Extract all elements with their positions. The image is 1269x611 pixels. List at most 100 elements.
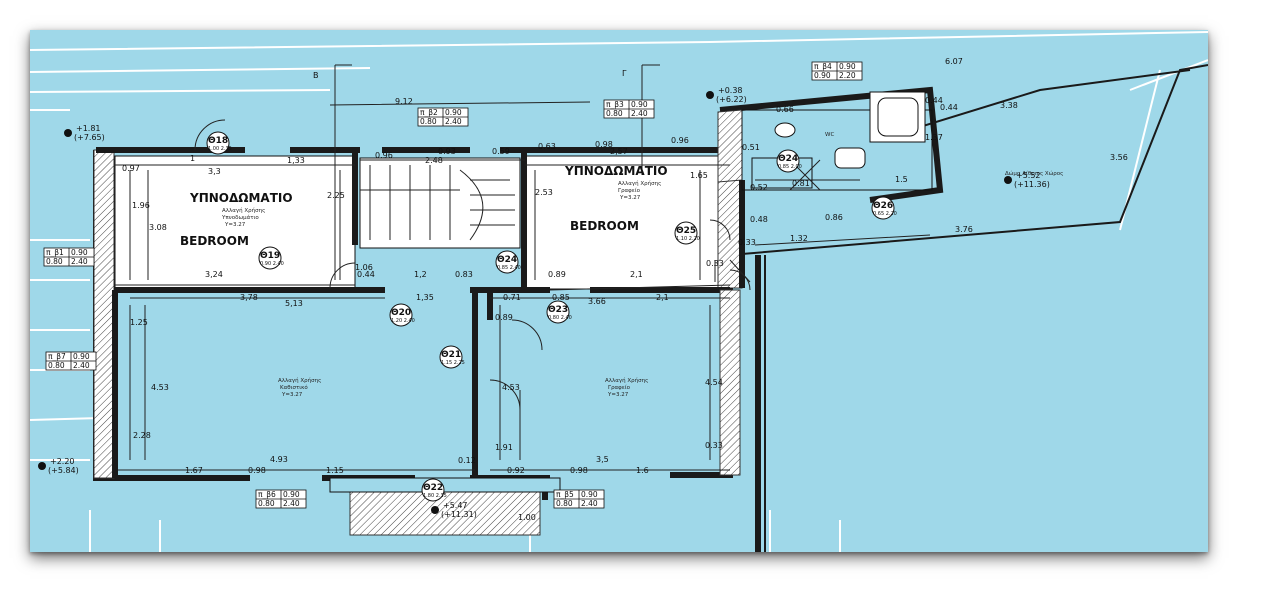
svg-text:2,1: 2,1	[656, 293, 669, 302]
level-marker: +1.81(+7.65)	[64, 124, 105, 142]
svg-text:0.90: 0.90	[581, 490, 598, 499]
svg-text:π_β2: π_β2	[420, 108, 438, 117]
svg-text:4.93: 4.93	[270, 455, 288, 464]
svg-text:π_β6: π_β6	[258, 490, 276, 499]
living-right-desc2: Γραφείο	[608, 384, 631, 391]
bedroom-left-level: Y=3.27	[224, 222, 246, 228]
svg-text:2.25: 2.25	[327, 191, 345, 200]
bedroom-left-desc1: Αλλαγή Χρήσης	[222, 207, 265, 214]
svg-text:6.07: 6.07	[945, 57, 963, 66]
svg-text:1.91: 1.91	[495, 443, 513, 452]
living-left-desc1: Αλλαγή Χρήσης	[278, 377, 321, 384]
svg-text:0.80: 0.80	[606, 109, 623, 118]
svg-text:0.90: 0.90	[814, 71, 831, 80]
balcony	[329, 477, 561, 536]
svg-text:0.44: 0.44	[940, 103, 958, 112]
bedroom-right-title-en: BEDROOM	[570, 219, 639, 233]
svg-text:1.6: 1.6	[636, 466, 649, 475]
svg-text:0.51: 0.51	[742, 143, 760, 152]
svg-text:3.38: 3.38	[1000, 101, 1018, 110]
svg-text:+5.52: +5.52	[1016, 171, 1041, 180]
svg-text:Θ19: Θ19	[260, 251, 280, 261]
svg-text:1: 1	[190, 154, 195, 163]
svg-text:0.98: 0.98	[595, 140, 613, 149]
section-mark-b: Β	[313, 71, 319, 80]
svg-text:0.83: 0.83	[455, 270, 473, 279]
svg-text:0.80 2.40: 0.80 2.40	[548, 315, 572, 321]
svg-text:0.90: 0.90	[283, 490, 300, 499]
svg-text:0.93: 0.93	[438, 147, 456, 156]
wc-label: WC	[825, 132, 834, 138]
svg-text:4.53: 4.53	[151, 383, 169, 392]
bedroom-left-desc2: Υπνοδωμάτιο	[221, 214, 259, 221]
svg-text:π_β1: π_β1	[46, 248, 64, 257]
svg-text:9.12: 9.12	[395, 97, 413, 106]
svg-text:3,5: 3,5	[596, 455, 609, 464]
svg-text:π_β4: π_β4	[814, 62, 832, 71]
bedroom-right-title-gr: ΥΠΝΟΔΩΜΑΤΙΟ	[564, 164, 668, 178]
bedroom-left-room	[114, 155, 356, 290]
svg-text:1.15 2.25: 1.15 2.25	[441, 360, 465, 366]
svg-text:2.48: 2.48	[425, 156, 443, 165]
level-markers: +1.81(+7.65) +0.38(+6.22) +5.52(+11.36) …	[38, 86, 1050, 519]
svg-text:0.90: 0.90	[71, 248, 88, 257]
bedroom-left-title-gr: ΥΠΝΟΔΩΜΑΤΙΟ	[189, 191, 293, 205]
svg-text:0.89: 0.89	[548, 270, 566, 279]
svg-text:0.80: 0.80	[556, 499, 573, 508]
svg-text:π_β3: π_β3	[606, 100, 624, 109]
svg-text:2,1: 2,1	[630, 270, 643, 279]
svg-text:Θ26: Θ26	[873, 201, 893, 211]
svg-text:1.00 2.35: 1.00 2.35	[208, 146, 232, 152]
svg-text:0.65 2.20: 0.65 2.20	[873, 211, 897, 217]
svg-text:2.40: 2.40	[445, 117, 462, 126]
svg-text:1,2: 1,2	[414, 270, 427, 279]
svg-text:0.33: 0.33	[738, 238, 756, 247]
svg-text:1.5: 1.5	[895, 175, 908, 184]
svg-text:4.54: 4.54	[705, 378, 723, 387]
level-marker: +5.52(+11.36)	[1004, 171, 1050, 189]
svg-text:1.25: 1.25	[130, 318, 148, 327]
svg-text:1.15: 1.15	[326, 466, 344, 475]
svg-text:0.81: 0.81	[792, 179, 810, 188]
bedroom-right-desc1: Αλλαγή Χρήσης	[618, 180, 661, 187]
staircase	[359, 157, 521, 249]
living-left-level: Y=3.27	[281, 392, 303, 398]
svg-text:0.90: 0.90	[73, 352, 90, 361]
svg-text:Θ25: Θ25	[676, 226, 696, 236]
svg-text:0.80: 0.80	[420, 117, 437, 126]
svg-text:3.66: 3.66	[588, 297, 606, 306]
svg-text:Θ22: Θ22	[423, 483, 443, 493]
svg-text:Θ18: Θ18	[208, 136, 228, 146]
svg-text:0.71: 0.71	[503, 293, 521, 302]
svg-text:2.40: 2.40	[73, 361, 90, 370]
svg-text:0.85: 0.85	[552, 293, 570, 302]
svg-text:0.96: 0.96	[671, 136, 689, 145]
svg-text:0.85 2.40: 0.85 2.40	[497, 265, 521, 271]
svg-text:Θ20: Θ20	[391, 308, 411, 318]
svg-text:Θ24: Θ24	[778, 154, 798, 164]
bathroom	[741, 91, 933, 191]
svg-text:1.32: 1.32	[790, 234, 808, 243]
section-marks: Β Γ	[313, 64, 660, 280]
svg-text:3,78: 3,78	[240, 293, 258, 302]
svg-text:3,3: 3,3	[208, 167, 221, 176]
svg-text:0.96: 0.96	[375, 151, 393, 160]
level-marker: +5.47(+11.31)	[431, 501, 477, 519]
svg-text:(+7.65): (+7.65)	[74, 133, 105, 142]
terrace-label: Δώμα Αίθριος Χώρος	[1005, 170, 1063, 177]
svg-text:0.63: 0.63	[538, 142, 556, 151]
svg-text:1.06: 1.06	[355, 263, 373, 272]
svg-text:π_β7: π_β7	[48, 352, 66, 361]
svg-text:0.89: 0.89	[495, 313, 513, 322]
